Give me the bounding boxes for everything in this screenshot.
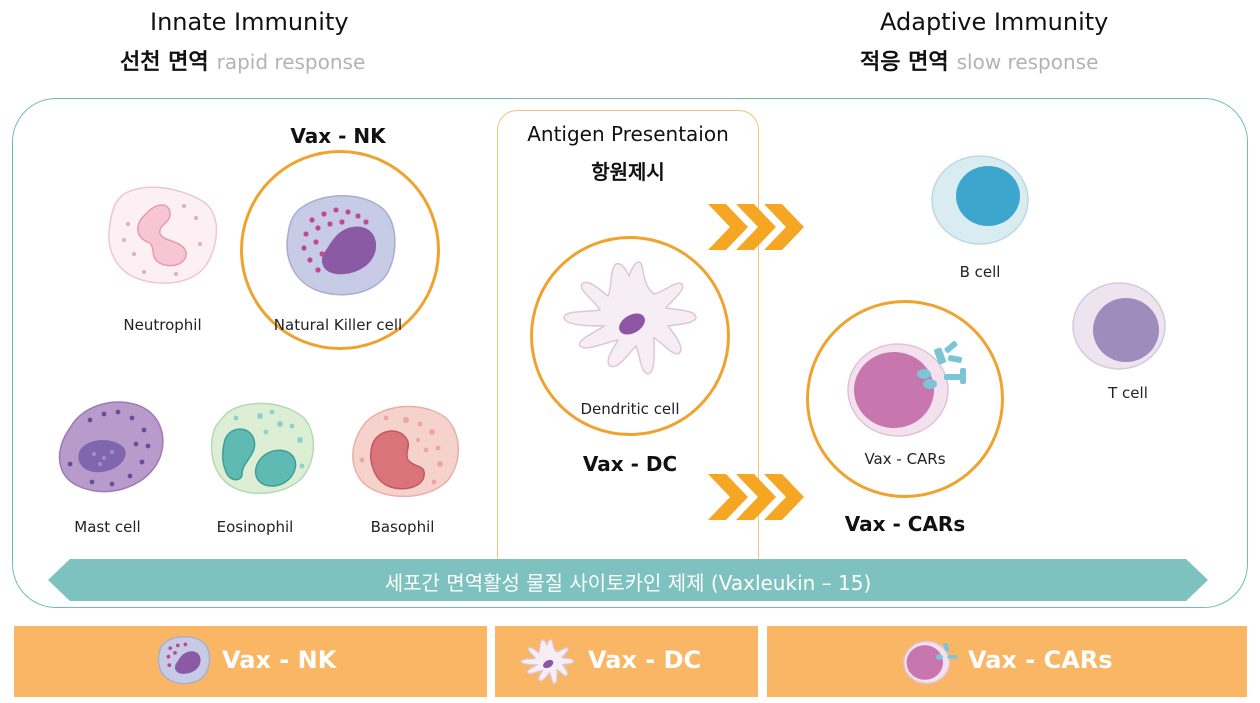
dc-ring [530, 236, 730, 436]
footer-vax-nk-label: Vax - NK [222, 646, 337, 674]
t-cell-icon [1072, 282, 1166, 370]
cars-ring [806, 300, 1004, 498]
dendritic-cell-label: Dendritic cell [580, 400, 680, 418]
chevron-arrow-bottom-icon [708, 474, 804, 520]
footer-nk-cell-icon [157, 636, 211, 685]
neutrophil-icon [108, 186, 218, 284]
cytokine-banner-arrow [48, 559, 1208, 601]
nk-ring [240, 150, 440, 350]
nk-cell-label: Natural Killer cell [273, 316, 403, 334]
innate-korean: 선천 면역 [120, 50, 209, 75]
nk-cell-icon [286, 195, 396, 296]
eosinophil-icon [210, 402, 315, 494]
vax-nk-heading: Vax - NK [290, 124, 386, 148]
dendritic-cell-icon [563, 261, 697, 375]
adaptive-korean-heading: 적응 면역 slow response [860, 44, 1098, 76]
footer-vax-dc-label: Vax - DC [588, 646, 702, 674]
b-cell-label: B cell [959, 263, 1001, 281]
innate-response: rapid response [216, 50, 366, 74]
footer-vax-cars [767, 626, 1247, 697]
basophil-icon [352, 405, 459, 498]
footer-dendritic-cell-icon [520, 638, 575, 685]
main-panel [12, 98, 1248, 608]
car-t-cell-icon [847, 341, 966, 437]
innate-title: Innate Immunity [150, 8, 349, 36]
t-cell-label: T cell [1108, 384, 1148, 402]
footer-vax-nk [14, 626, 487, 697]
eosinophil-label: Eosinophil [216, 518, 294, 536]
neutrophil-label: Neutrophil [123, 316, 202, 334]
basophil-label: Basophil [370, 518, 435, 536]
mast-cell-label: Mast cell [74, 518, 141, 536]
adaptive-title: Adaptive Immunity [880, 8, 1109, 36]
innate-korean-heading: 선천 면역 rapid response [120, 44, 365, 76]
vax-dc-heading: Vax - DC [582, 452, 678, 476]
vax-cars-heading: Vax - CARs [844, 512, 966, 536]
antigen-title-en: Antigen Presentaion [527, 122, 729, 146]
antigen-title-ko: 항원제시 [591, 160, 665, 184]
cars-cell-label: Vax - CARs [864, 450, 946, 468]
chevron-arrow-top-icon [708, 204, 804, 250]
mast-cell-icon [58, 401, 164, 493]
footer-car-t-cell-icon [903, 640, 958, 685]
cytokine-banner-text: 세포간 면역활성 물질 사이토카인 제제 (Vaxleukin – 15) [384, 571, 872, 595]
b-cell-icon [931, 155, 1029, 245]
adaptive-korean: 적응 면역 [860, 50, 949, 75]
footer-vax-cars-label: Vax - CARs [968, 646, 1113, 674]
adaptive-response: slow response [956, 50, 1099, 74]
